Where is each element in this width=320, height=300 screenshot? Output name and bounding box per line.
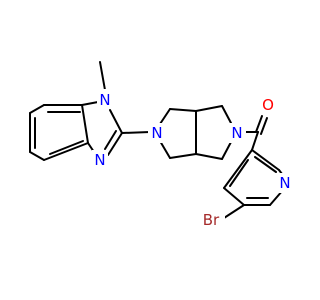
atom-n-pyrrolidine-right-label: N [231, 124, 242, 142]
bond-c-br [223, 204, 245, 219]
atom-n-methyl-label: N [99, 91, 110, 109]
bonds [29, 61, 284, 219]
bond-n1-c2 [109, 109, 123, 134]
atom-br-label: Br [203, 211, 220, 229]
bond-n2-ch2b [159, 140, 171, 159]
bond-py-6 [223, 149, 253, 189]
atom-n-imine-label: N [94, 151, 105, 169]
atom-labels: N N N N O N Br [92, 89, 293, 230]
bond-c2-n3 [107, 132, 123, 156]
atom-n-pyrrolidine-left-label: N [151, 124, 162, 142]
bond-py-double-3 [229, 159, 249, 187]
bond-py-5 [223, 187, 245, 206]
bond-c7a-n1 [81, 101, 99, 106]
bond-ch2a-c3a [169, 108, 197, 112]
bond-carbonyl-pyridine [251, 131, 259, 151]
bond-c2-npyr [121, 131, 151, 134]
bond-benzene-1 [29, 104, 45, 114]
atom-o-carbonyl-label: O [262, 96, 274, 114]
bond-c-o-1 [255, 115, 263, 133]
bond-benzene-3 [81, 104, 89, 144]
bond-c2-n3-double [104, 130, 117, 150]
bond-c6a-ch2d [195, 153, 223, 160]
bond-py-double-1 [254, 156, 277, 173]
bond-ch2c-n5 [221, 105, 232, 124]
bond-n2-ch2a [159, 108, 171, 125]
bond-benzene-5 [29, 151, 45, 161]
bond-n-methyl [99, 61, 106, 91]
background [0, 0, 300, 300]
bond-benzene-double-3 [49, 140, 84, 155]
bond-ch2b-c6a [169, 153, 197, 159]
bond-py-1 [251, 149, 280, 171]
bond-c3a-ch2c [195, 105, 223, 112]
bond-benzene-4 [43, 142, 89, 161]
molecule-diagram: N N N N O N Br [0, 0, 300, 300]
bond-ch2d-n5 [221, 141, 232, 160]
atom-n-pyridine-label: N [279, 174, 290, 192]
bond-c-o-2 [260, 117, 268, 135]
